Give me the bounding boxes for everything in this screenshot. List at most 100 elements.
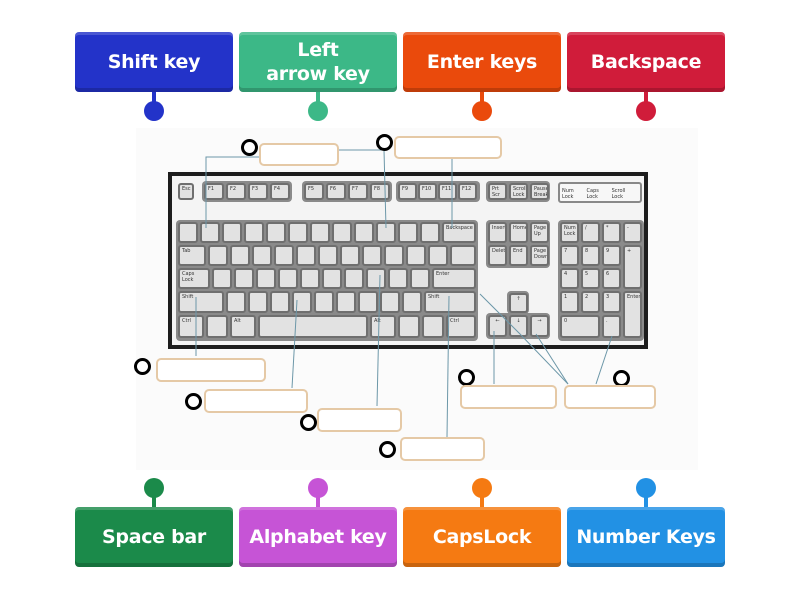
key-f10: F10 <box>418 183 437 200</box>
target-marker[interactable] <box>241 139 258 156</box>
tile-capslock[interactable]: CapsLock <box>403 507 561 567</box>
key-num-minus: - <box>623 222 642 243</box>
key-num-plus: + <box>623 245 642 289</box>
key <box>380 291 400 313</box>
pin-stem <box>152 494 156 508</box>
key-end: End <box>509 245 528 266</box>
key-num-1: 1 <box>560 291 579 313</box>
drag-handle[interactable] <box>144 101 164 121</box>
drop-zone-8[interactable] <box>564 385 656 409</box>
drag-handle[interactable] <box>472 101 492 121</box>
target-marker[interactable] <box>376 134 393 151</box>
key-alt-gr: Alt <box>370 315 396 338</box>
key <box>222 222 242 243</box>
key-win <box>206 315 228 338</box>
key-alt: Alt <box>230 315 256 338</box>
tile-number-keys[interactable]: Number Keys <box>567 507 725 567</box>
key-f4: F4 <box>270 183 290 200</box>
key-caps-lock: Caps Lock <box>178 268 210 289</box>
tile-alphabet-key[interactable]: Alphabet key <box>239 507 397 567</box>
key-num-2: 2 <box>581 291 600 313</box>
drop-zone-4[interactable] <box>204 389 308 413</box>
tile-label: Shift key <box>107 51 201 73</box>
key <box>344 268 364 289</box>
key-num-enter: Enter <box>623 291 642 338</box>
key <box>388 268 408 289</box>
key <box>358 291 378 313</box>
drop-zone-5[interactable] <box>317 408 402 432</box>
tile-space-bar[interactable]: Space bar <box>75 507 233 567</box>
key-page-up: Page Up <box>530 222 549 243</box>
key <box>398 222 418 243</box>
tile-enter-keys[interactable]: Enter keys <box>403 32 561 92</box>
key <box>366 268 386 289</box>
key-ctrl: Ctrl <box>446 315 476 338</box>
key <box>340 245 360 266</box>
pin-stem <box>316 92 320 104</box>
key <box>244 222 264 243</box>
drag-handle[interactable] <box>144 478 164 498</box>
key <box>266 222 286 243</box>
key <box>200 222 220 243</box>
tile-shift-key[interactable]: Shift key <box>75 32 233 92</box>
target-marker[interactable] <box>185 393 202 410</box>
drag-handle[interactable] <box>308 478 328 498</box>
drop-zone-3[interactable] <box>156 358 266 382</box>
key-num-lock: Num Lock <box>560 222 579 243</box>
key <box>234 268 254 289</box>
key-ctrl: Ctrl <box>178 315 204 338</box>
drag-handle[interactable] <box>472 478 492 498</box>
tile-left-arrow-key[interactable]: Left arrow key <box>239 32 397 92</box>
drag-handle[interactable] <box>636 478 656 498</box>
key <box>252 245 272 266</box>
pin-stem <box>644 92 648 104</box>
key-down-arrow: ↓ <box>509 315 528 337</box>
key-f5: F5 <box>304 183 324 200</box>
pin-stem <box>152 92 156 104</box>
key-f1: F1 <box>204 183 224 200</box>
drag-handle[interactable] <box>636 101 656 121</box>
key <box>230 245 250 266</box>
key-delete: Delete <box>488 245 507 266</box>
key <box>354 222 374 243</box>
key-num-9: 9 <box>602 245 621 266</box>
key <box>278 268 298 289</box>
key-group <box>202 181 292 202</box>
key <box>332 222 352 243</box>
key <box>420 222 440 243</box>
pin-stem <box>644 494 648 508</box>
pin-stem <box>480 494 484 508</box>
key <box>208 245 228 266</box>
key <box>314 291 334 313</box>
tile-label: Backspace <box>590 51 702 73</box>
drop-zone-1[interactable] <box>259 143 339 166</box>
key-backspace: Backspace <box>442 222 476 243</box>
target-marker[interactable] <box>458 369 475 386</box>
drop-zone-2[interactable] <box>394 136 502 159</box>
key-right-shift: Shift <box>424 291 476 313</box>
target-marker[interactable] <box>379 441 396 458</box>
key <box>450 245 476 266</box>
target-marker[interactable] <box>134 358 151 375</box>
key-num-7: 7 <box>560 245 579 266</box>
key <box>322 268 342 289</box>
key <box>310 222 330 243</box>
tile-label: Space bar <box>102 526 206 548</box>
key <box>178 222 198 243</box>
target-marker[interactable] <box>300 414 317 431</box>
drag-handle[interactable] <box>308 101 328 121</box>
key <box>406 245 426 266</box>
pin-stem <box>316 494 320 508</box>
key-num-0: 0 <box>560 315 600 338</box>
drop-zone-7[interactable] <box>460 385 557 409</box>
key-insert: Insert <box>488 222 507 243</box>
drop-zone-6[interactable] <box>400 437 485 461</box>
tile-backspace[interactable]: Backspace <box>567 32 725 92</box>
key-space-bar <box>258 315 368 338</box>
key-num-4: 4 <box>560 268 579 289</box>
key <box>336 291 356 313</box>
key <box>296 245 316 266</box>
key-f3: F3 <box>248 183 268 200</box>
